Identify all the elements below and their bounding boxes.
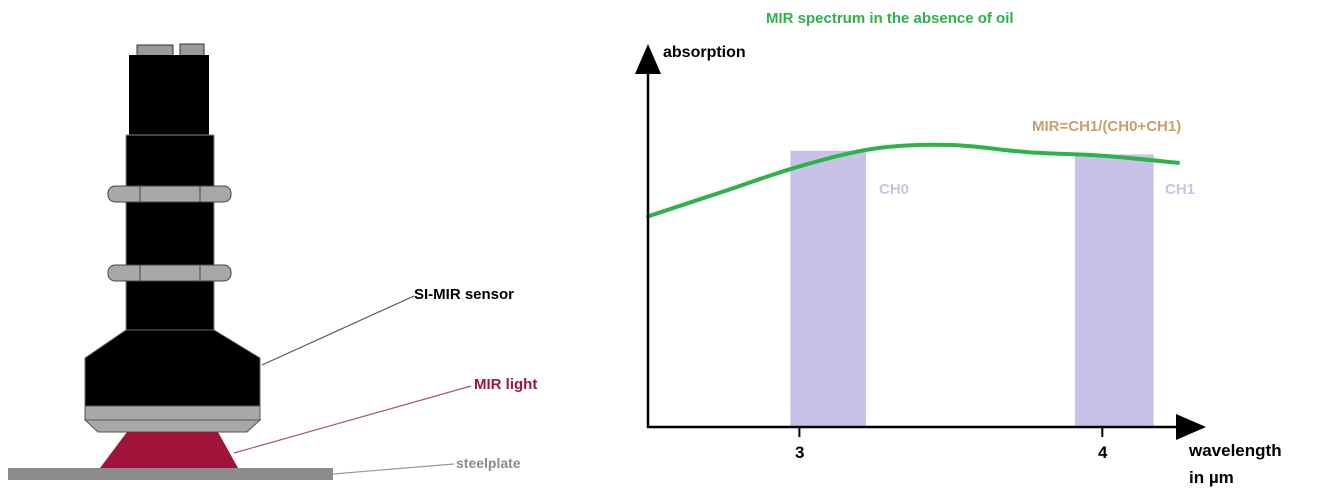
sensor-lens-ring [83,419,262,433]
band-label-ch1: CH1 [1165,181,1196,198]
sensor-nut-upper [107,185,232,203]
sensor-middle-body [125,134,215,331]
y-axis-arrow [635,44,661,74]
steel-plate [8,468,333,480]
mir-light-label: MIR light [474,376,538,393]
band-label-ch0: CH0 [879,181,910,198]
sensor-illustration [8,43,472,480]
sensor-head [84,329,261,407]
x-axis-arrow [1176,414,1206,440]
mir-light-cone [100,432,238,468]
steelplate-leader-line [332,463,455,475]
spectrum-curve [646,142,1180,219]
x-tick-label-3: 3 [795,443,805,462]
x-tick-label-4: 4 [1098,443,1108,462]
x-axis-label: wavelength [1189,441,1282,460]
mir-light-leader-line [233,385,472,454]
x-axis-unit-label: in µm [1189,468,1234,487]
chart-title: MIR spectrum in the absence of oil [766,10,1014,27]
sensor-nut-lower [107,264,232,282]
y-axis-label: absorption [663,44,746,61]
band-ch1 [1075,154,1154,427]
sensor-base [84,405,261,421]
sensor-label: SI-MIR sensor [414,286,515,303]
mir-formula: MIR=CH1/(CH0+CH1) [1032,118,1182,135]
spectrum-chart [635,44,1206,440]
sensor-leader-line [261,295,415,366]
steelplate-label: steelplate [456,455,521,471]
sensor-upper-body [129,55,209,135]
band-ch0 [790,150,866,427]
